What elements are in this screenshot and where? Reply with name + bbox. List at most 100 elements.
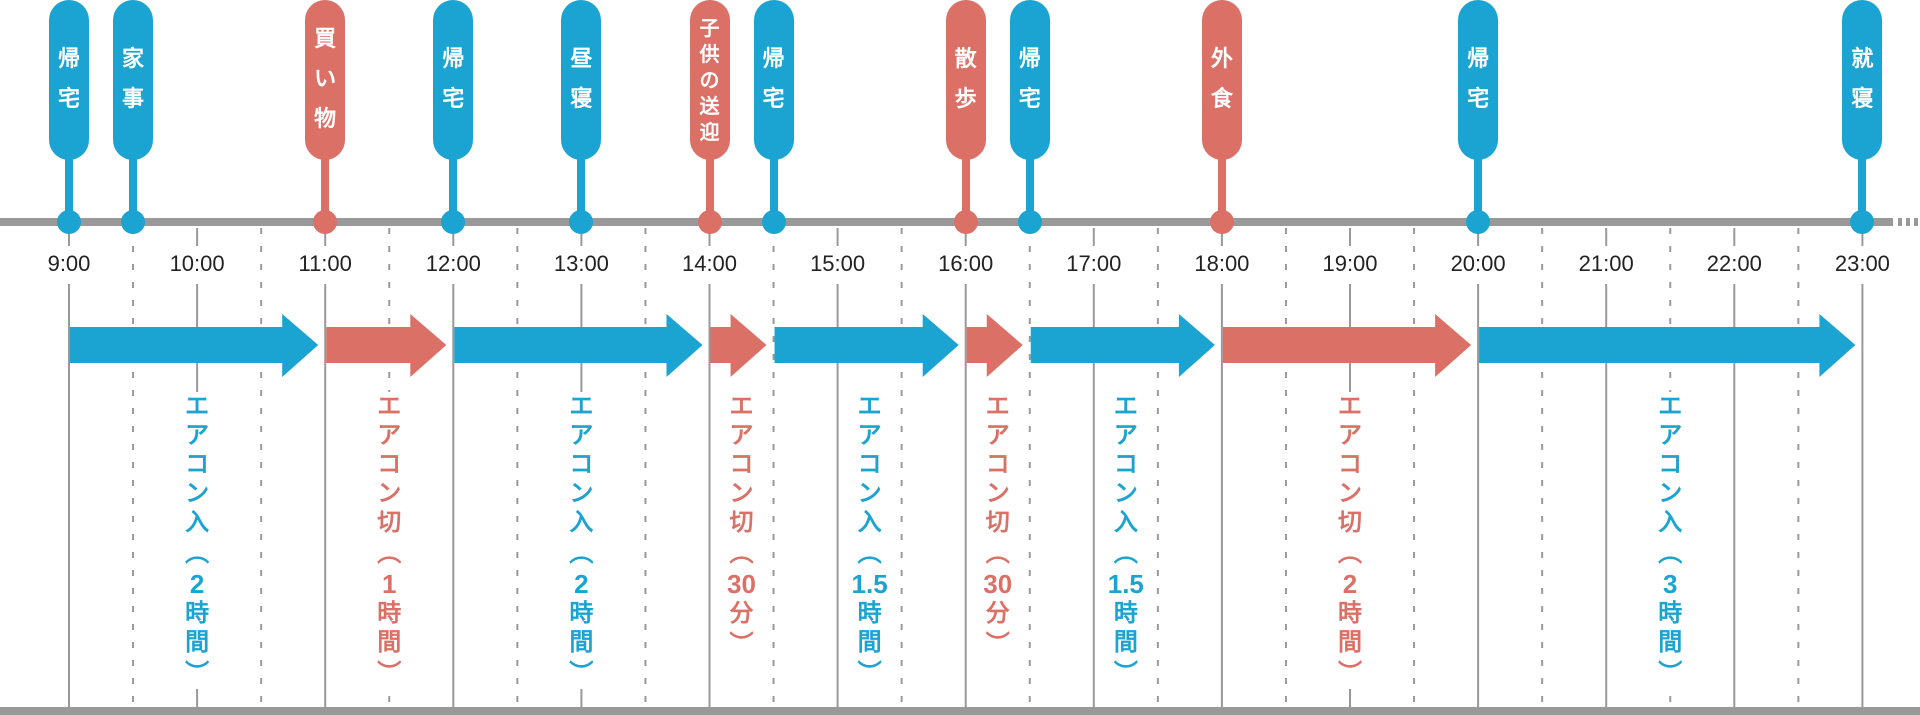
event-label-char: 昼 [570,47,593,72]
event-label-char: 歩 [954,87,977,112]
period-label-char: ン [185,479,210,507]
period-label-char: 入 [857,508,882,536]
period-label-char: コ [857,450,882,478]
period-label-char: 2 [574,569,589,599]
event-label: 散歩 [945,0,986,160]
pin-dot [697,210,722,234]
tick-label: 17:00 [1066,251,1122,276]
tick-label: 16:00 [938,251,994,276]
tick-label: 19:00 [1322,251,1378,276]
event-label-char: い [314,67,337,92]
period-label-char: 分 [729,599,754,627]
period-label-char: ン [377,479,402,507]
period-label-char: ︶ [985,630,1010,658]
event-label-char: 宅 [762,87,785,112]
pin-stem [961,150,970,220]
period-label-char: 切 [985,508,1010,536]
event-label-char: 帰 [1018,47,1041,72]
tick-label: 13:00 [553,251,609,276]
pin-dot [441,210,466,234]
period-label-char: ア [1113,421,1138,449]
tick-label: 15:00 [810,251,866,276]
period-label-char: エ [729,392,754,420]
period-label-char: エ [185,392,210,420]
tick-label: 22:00 [1706,251,1762,276]
event-label-char: 宅 [442,87,465,112]
period-label-char: ︵ [377,539,402,567]
event-label: 帰宅 [753,0,794,160]
event-label-char: 供 [699,42,720,66]
pin-stem [321,150,330,220]
period-label-char: ン [569,479,594,507]
tick-label: 21:00 [1578,251,1634,276]
period-label-char: ︶ [377,659,402,687]
period-label-char: ︶ [569,659,594,687]
period-label-char: エ [377,392,402,420]
event-label-char: 帰 [442,47,465,72]
event-label-char: 就 [1851,47,1874,72]
period-arrow-on [1479,314,1856,377]
period-label-char: 時 [377,599,402,627]
period-label-char: 間 [185,628,210,656]
period-label-char: 2 [1342,569,1358,599]
period-label-char: 分 [985,599,1010,627]
period-label-char: コ [729,450,754,478]
period-label-char: コ [1338,450,1362,478]
pin-dot [1466,210,1491,234]
period-arrow-on [1030,314,1215,377]
tick-label: 23:00 [1834,251,1890,276]
period-label-char: 切 [1338,508,1362,536]
period-label-char: ン [1658,479,1683,507]
period-arrow-off [966,314,1023,377]
period-label-char: ︵ [1338,539,1362,567]
period-label-char: ︵ [729,539,754,567]
event-label-char: 宅 [1467,87,1490,112]
event-label: 昼寝 [561,0,602,160]
tick-label: 9:00 [47,251,91,276]
pin-stem [449,150,458,220]
event-label-char: 宅 [57,87,80,112]
event-label-char: 帰 [762,47,785,72]
event-label-char: 迎 [699,120,720,144]
period-label-char: コ [1658,450,1683,478]
period-label-char: エ [1113,392,1138,420]
period-label-char: ン [1338,479,1362,507]
event-label: 子供の送迎 [689,0,730,160]
pin-dot [1850,210,1875,234]
tick-label: 18:00 [1194,251,1250,276]
pin-stem [1474,150,1483,220]
period-label-char: エ [1658,392,1683,420]
period-label-char: エ [985,392,1010,420]
pin-dot [1017,210,1042,234]
period-label-char: コ [1113,450,1138,478]
period-arrow-off [326,314,447,377]
pin-dot [1209,210,1234,234]
tick-label: 14:00 [681,251,738,276]
period-label-char: ン [729,479,754,507]
event-label-char: 食 [1210,87,1233,112]
period-label-char: ア [985,421,1010,449]
period-label-char: ︵ [857,539,882,567]
pin-stem [705,150,714,220]
tick-label: 10:00 [169,251,225,276]
period-label-char: 間 [1113,628,1138,656]
period-label-char: 間 [377,628,402,656]
period-label-char: 時 [569,599,594,627]
event-label-char: 送 [699,94,720,118]
pin-stem [577,150,586,220]
period-label-char: 間 [569,628,594,656]
period-label-char: 入 [1658,508,1683,536]
period-arrow-on [70,314,319,377]
pin-dot [313,210,338,234]
event-label-char: 宅 [1018,87,1041,112]
period-label-char: 1 [382,569,397,599]
period-label-char: 時 [1338,599,1362,627]
event-label: 帰宅 [49,0,89,160]
event-label: 就寝 [1842,0,1883,160]
period-label-char: エ [569,392,594,420]
period-label-char: ン [985,479,1010,507]
